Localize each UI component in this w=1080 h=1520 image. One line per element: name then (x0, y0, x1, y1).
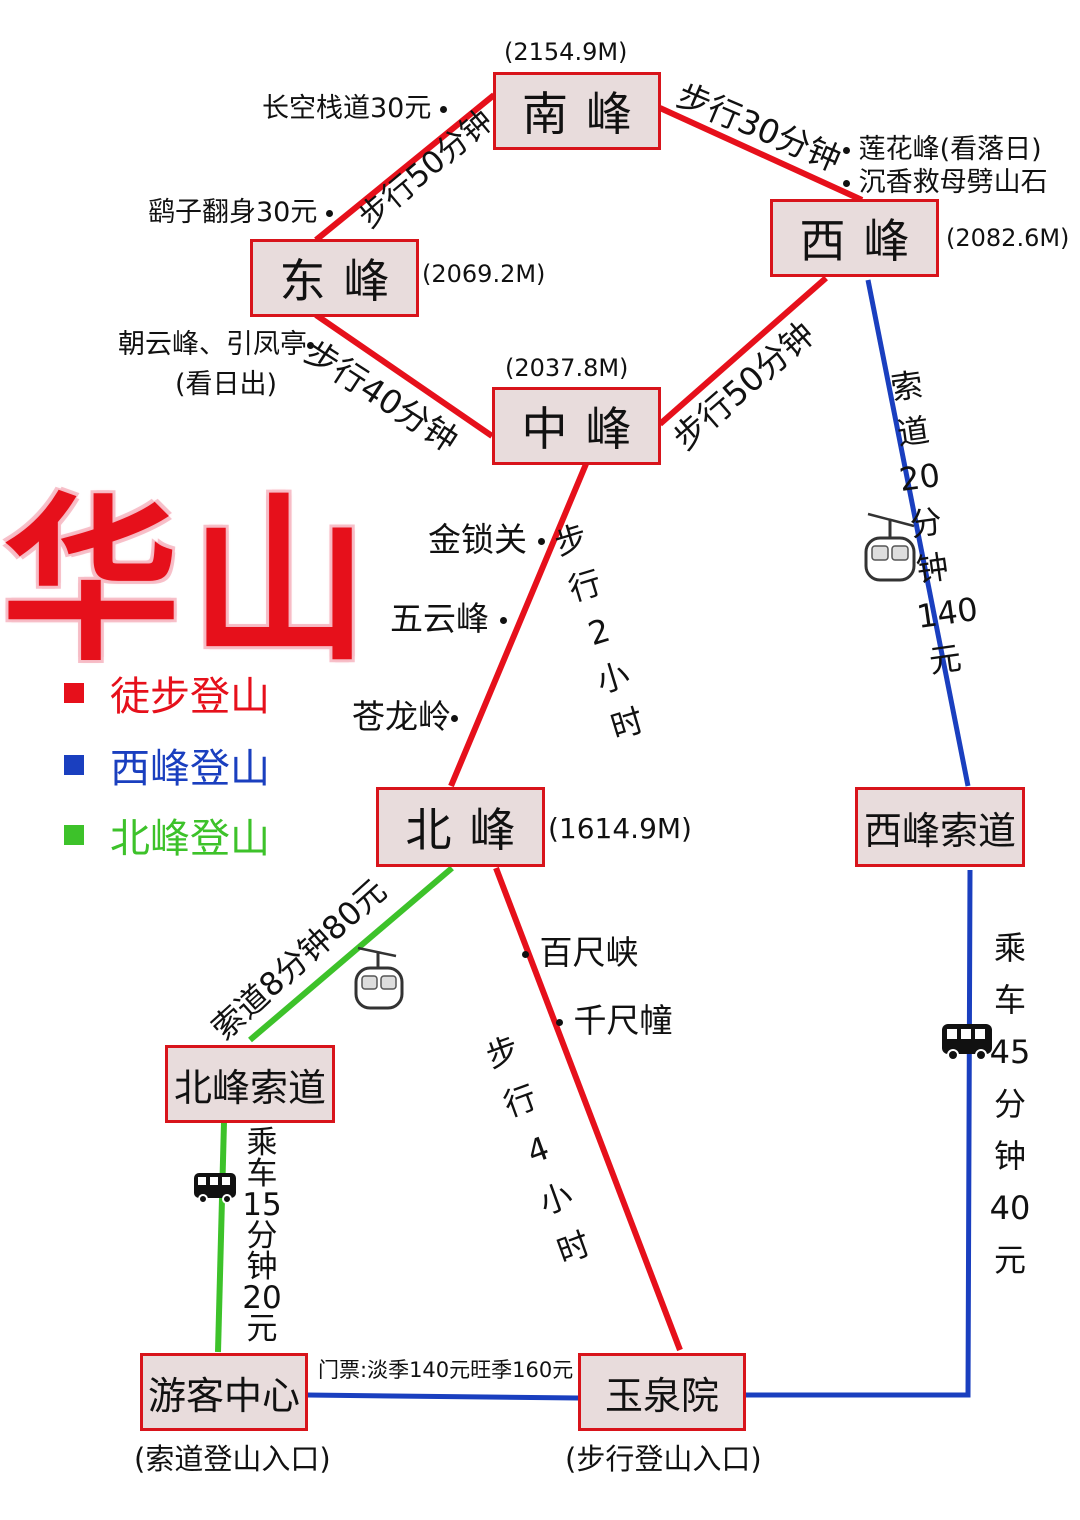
spot-jinsuoguan: 金锁关 (428, 513, 545, 561)
spot-chaoyun: 朝云峰、引凤亭 (118, 322, 314, 361)
spot-kanrichu: (看日出) (175, 369, 278, 400)
spot-dot (556, 1019, 563, 1026)
route-middle-north (448, 462, 589, 788)
spot-baichi: 百尺峡 (522, 926, 639, 974)
route-bus-west (745, 869, 973, 1398)
spot-wuyun: 五云峰 (390, 592, 507, 640)
spot-dot (451, 715, 458, 722)
route-north-cableway (248, 865, 454, 1043)
route-east-south (314, 92, 496, 243)
legend-swatch-green (64, 825, 84, 845)
route-middle-west (658, 275, 828, 427)
bus-icon (194, 1173, 236, 1204)
spot-canglong: 苍龙岭 (352, 690, 458, 738)
legend-swatch-blue (64, 755, 84, 775)
spot-dot (325, 210, 333, 217)
map-title: 华山 (2, 478, 378, 685)
elevation-south: (2154.9M) (504, 38, 628, 66)
legend-label: 北峰登山 (110, 816, 270, 862)
elevation-east: (2069.2M) (422, 260, 546, 288)
node-east-peak[interactable]: 东峰 (250, 239, 419, 317)
spot-changkong: 长空栈道30元 (262, 86, 447, 125)
cable-car-icon (864, 512, 916, 582)
node-north-cableway[interactable]: 北峰索道 (165, 1045, 335, 1123)
cable-car-icon (354, 946, 404, 1010)
spot-qianchi: 千尺幢 (556, 994, 673, 1042)
node-visitor-center[interactable]: 游客中心 (140, 1353, 308, 1431)
visitor-center-note: (索道登山入口) (134, 1442, 331, 1476)
node-west-cableway[interactable]: 西峰索道 (855, 787, 1025, 867)
spot-dot (439, 106, 447, 113)
legend-swatch-red (64, 683, 84, 703)
route-bus-north (215, 1121, 227, 1353)
ticket-info: 门票:淡季140元旺季160元 (318, 1358, 574, 1382)
spot-dot (843, 180, 850, 187)
bus-icon (942, 1024, 992, 1061)
spot-dot (499, 617, 507, 624)
legend-label: 西峰登山 (110, 746, 270, 792)
elevation-north: (1614.9M) (548, 812, 692, 845)
spot-dot (307, 342, 314, 349)
route-ticket-link (306, 1392, 579, 1401)
legend-item-west: 西峰登山 (64, 736, 270, 794)
elevation-middle: (2037.8M) (505, 354, 629, 382)
spot-dot (522, 951, 529, 958)
spot-yaozi: 鹞子翻身30元 (148, 190, 333, 229)
spot-dot (843, 147, 850, 154)
route-east-middle (314, 312, 494, 439)
legend-label: 徒步登山 (110, 674, 270, 720)
spot-chenxiang: 沉香救母劈山石 (843, 160, 1048, 199)
node-north-peak[interactable]: 北峰 (376, 787, 545, 867)
route-west-cableway (865, 279, 971, 787)
node-middle-peak[interactable]: 中峰 (492, 387, 661, 465)
node-yuquanyuan[interactable]: 玉泉院 (578, 1353, 746, 1431)
node-west-peak[interactable]: 西峰 (770, 199, 939, 277)
node-south-peak[interactable]: 南峰 (493, 72, 661, 150)
legend-item-north: 北峰登山 (64, 806, 270, 864)
spot-lianhua: 莲花峰(看落日) (843, 127, 1042, 166)
yuquanyuan-note: (步行登山入口) (565, 1442, 762, 1476)
route-south-west (658, 105, 864, 203)
route-north-yuquan (493, 866, 683, 1352)
elevation-west: (2082.6M) (946, 224, 1070, 252)
spot-dot (537, 538, 545, 545)
legend-item-hiking: 徒步登山 (64, 664, 270, 722)
